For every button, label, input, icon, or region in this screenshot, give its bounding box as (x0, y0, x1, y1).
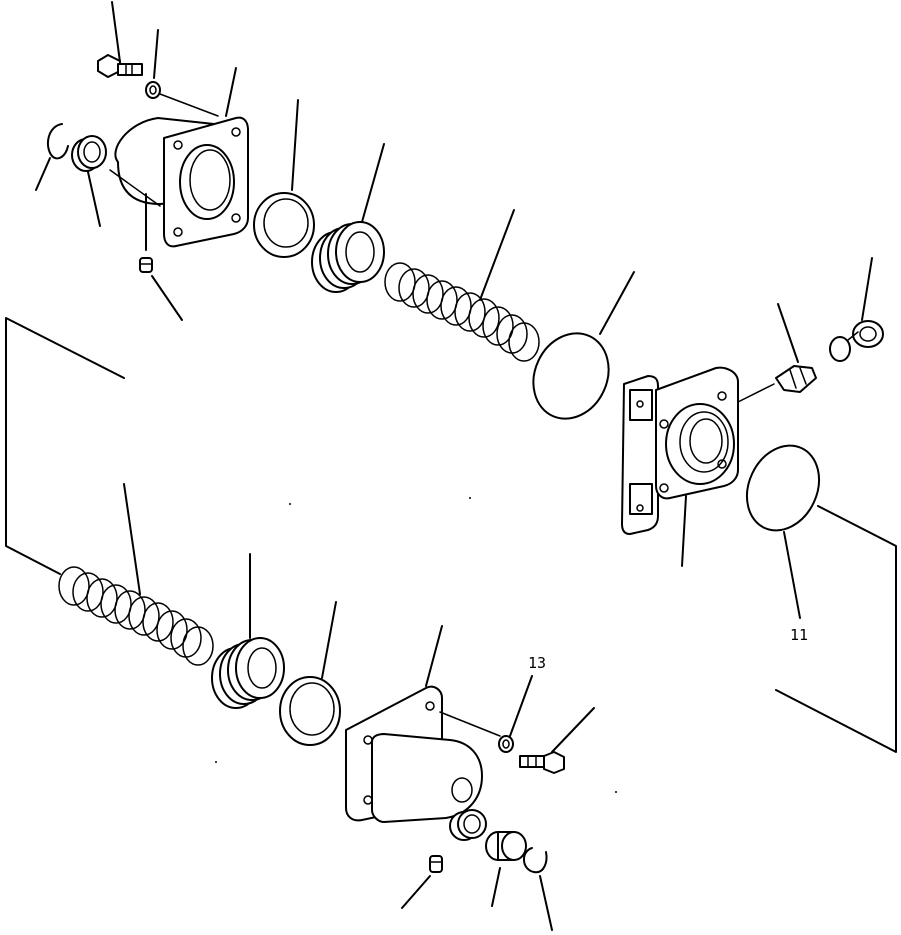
lower-washer (498, 675, 533, 753)
callout-11: 11 (790, 626, 808, 644)
upper-bolt (97, 1, 143, 78)
lower-piston (211, 553, 285, 709)
upper-snap-ring (35, 123, 69, 191)
scan-specks (215, 497, 617, 793)
upper-housing (109, 67, 249, 251)
right-plug (829, 257, 884, 362)
lower-housing (345, 625, 501, 823)
lower-snap-ring (523, 847, 553, 931)
right-group-bracket (775, 505, 897, 753)
lower-bolt (519, 707, 595, 774)
lower-grease-fitting (401, 855, 443, 909)
lower-sleeve (485, 831, 527, 907)
left-group-bracket (5, 317, 125, 575)
right-elbow-fitting (775, 303, 817, 393)
center-bracket (621, 366, 775, 567)
upper-seal (253, 99, 315, 258)
lower-spring (58, 483, 214, 666)
upper-piston (311, 143, 385, 293)
upper-bushing (71, 135, 107, 227)
lower-seal (279, 601, 341, 746)
upper-spring (384, 209, 540, 362)
upper-washer (145, 29, 161, 99)
lower-bushing (449, 809, 487, 841)
callout-13: 13 (528, 654, 546, 672)
upper-o-ring (532, 271, 635, 420)
right-o-ring (746, 444, 820, 532)
callout-leader-11 (783, 531, 801, 619)
upper-grease-fitting (139, 257, 183, 321)
